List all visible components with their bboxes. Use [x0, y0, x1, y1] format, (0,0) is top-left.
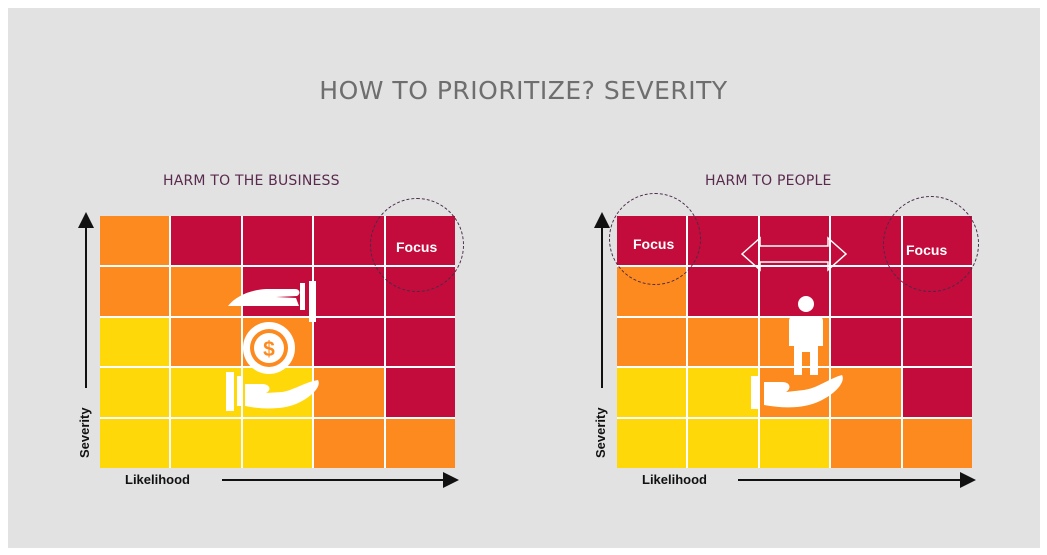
matrix-cell — [688, 317, 758, 367]
matrix-cell — [171, 266, 241, 316]
person-in-hand-icon — [751, 296, 843, 409]
svg-text:$: $ — [263, 338, 275, 361]
matrix-cell — [100, 216, 170, 265]
matrix-cell — [100, 368, 170, 418]
matrix-cell — [385, 419, 455, 468]
matrix-cell — [171, 317, 241, 367]
matrix-cell — [617, 317, 687, 367]
matrix-cell — [314, 317, 384, 367]
matrix-cell — [100, 419, 170, 468]
matrix-cell — [242, 216, 313, 265]
matrix-cell — [831, 368, 901, 418]
matrix-cell — [385, 317, 455, 367]
matrix-cell — [171, 419, 241, 468]
matrix-cell — [902, 317, 972, 367]
matrix-cell — [385, 368, 455, 418]
matrix-cell — [759, 419, 830, 468]
x-axis-label: Likelihood — [125, 472, 190, 487]
matrix-cell — [831, 266, 901, 316]
focus-ring — [609, 193, 701, 285]
y-axis-label: Severity — [593, 407, 608, 458]
matrix-cell — [759, 216, 830, 265]
matrix-cell — [314, 266, 384, 316]
matrix-cell — [242, 419, 313, 468]
y-axis-label: Severity — [77, 407, 92, 458]
panel-title-people: HARM TO PEOPLE — [705, 173, 832, 189]
focus-ring — [883, 196, 979, 292]
matrix-cell — [759, 266, 830, 316]
panel-title-business: HARM TO THE BUSINESS — [163, 173, 340, 189]
matrix-cell — [831, 419, 901, 468]
matrix-cell — [902, 368, 972, 418]
focus-ring — [370, 198, 464, 292]
matrix-cell — [171, 216, 241, 265]
matrix-cell — [688, 266, 758, 316]
double-arrow-icon — [740, 236, 848, 272]
matrix-cell — [688, 419, 758, 468]
matrix-cell — [617, 368, 687, 418]
matrix-cell — [314, 368, 384, 418]
matrix-cell — [617, 419, 687, 468]
page-title: HOW TO PRIORITIZE? SEVERITY — [319, 76, 728, 105]
matrix-cell — [902, 419, 972, 468]
matrix-cell — [831, 317, 901, 367]
money-hands-icon: $ — [226, 281, 319, 411]
matrix-cell — [100, 266, 170, 316]
matrix-cell — [100, 317, 170, 367]
matrix-cell — [314, 419, 384, 468]
x-axis-label: Likelihood — [642, 472, 707, 487]
matrix-cell — [688, 368, 758, 418]
